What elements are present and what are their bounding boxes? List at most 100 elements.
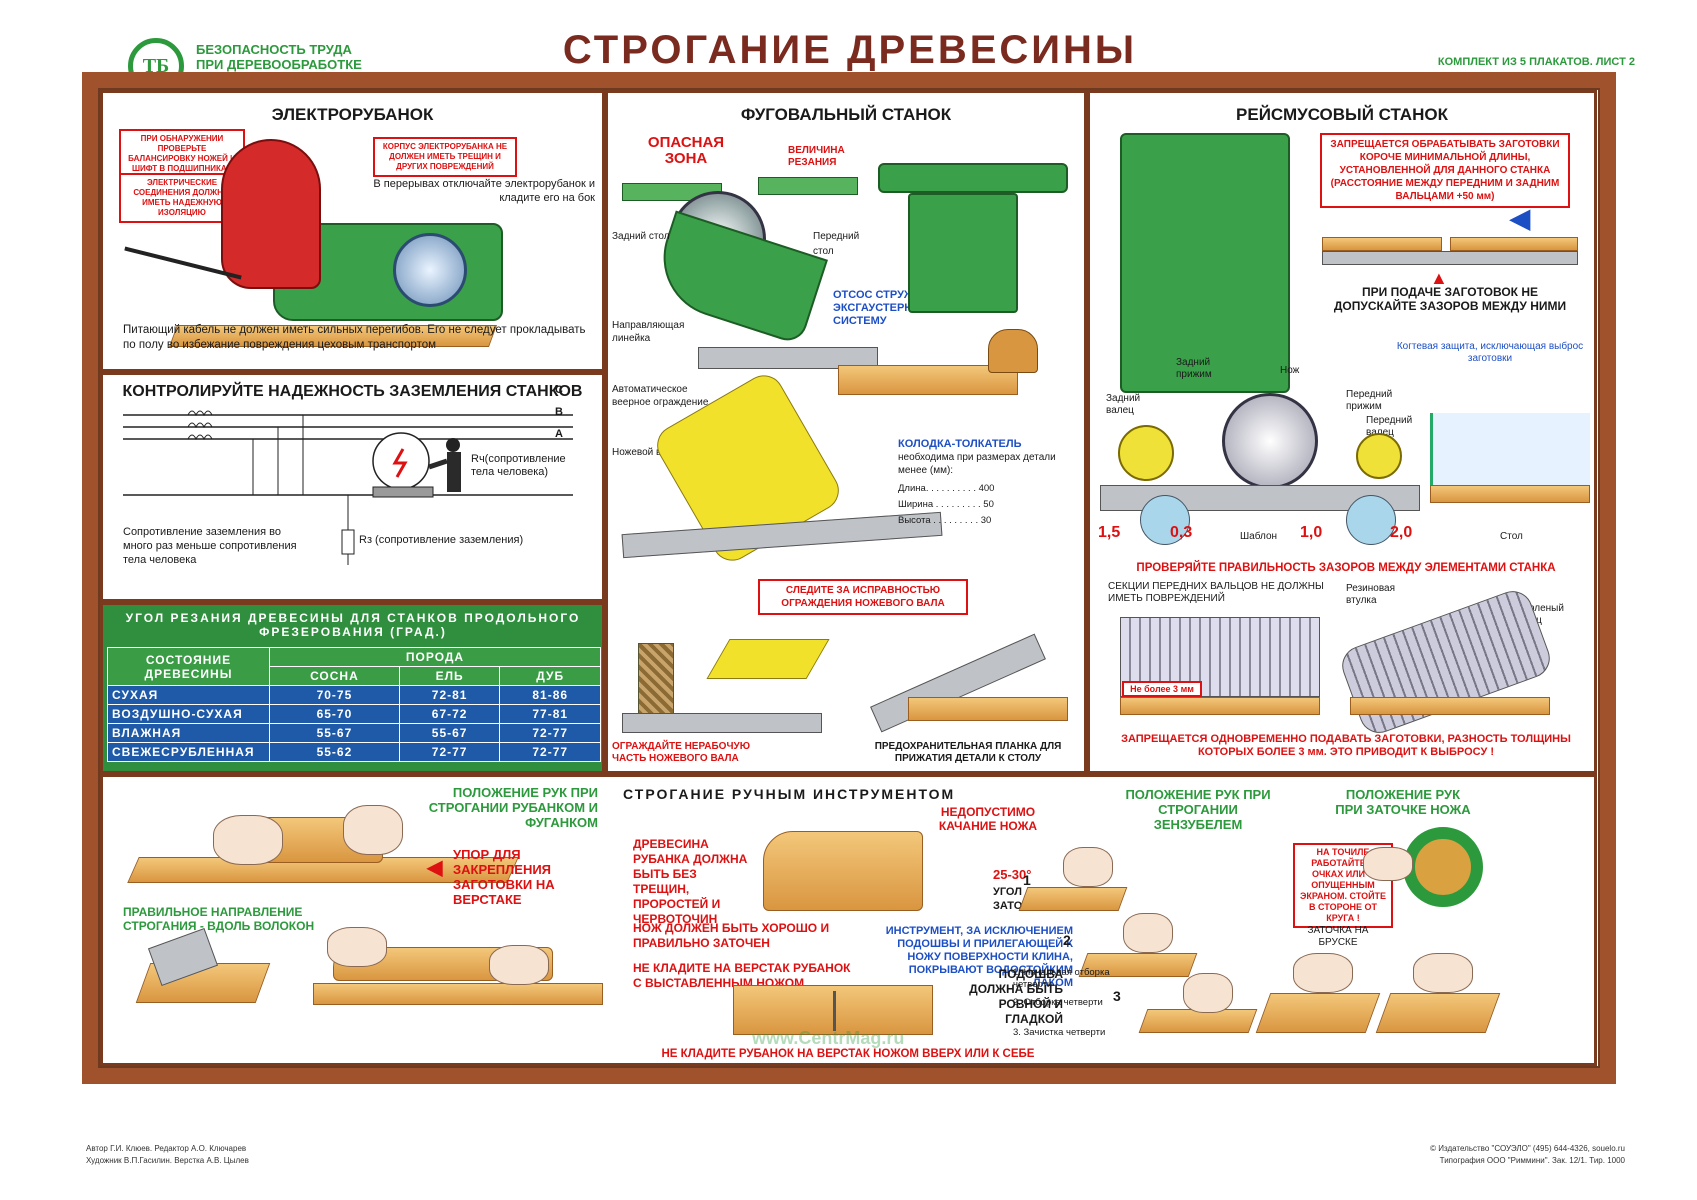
grinding-wheel [1403,827,1483,907]
angle-table: СОСТОЯНИЕ ДРЕВЕСИНЫ ПОРОДА СОСНА ЕЛЬ ДУБ… [107,647,601,762]
panel-grounding: КОНТРОЛИРУЙТЕ НАДЕЖНОСТЬ ЗАЗЕМЛЕНИЯ СТАН… [100,372,605,602]
shaft-label: Ножевой вал [612,447,673,458]
bar-label: ЗАТОЧКА НА БРУСКЕ [1307,925,1369,948]
row-state: СУХАЯ [107,685,270,705]
cell-value: 81-86 [499,685,601,705]
row-state: ВЛАЖНАЯ [107,723,270,743]
hands-title: ПОЛОЖЕНИЕ РУК ПРИ СТРОГАНИИ РУБАНКОМ И Ф… [428,785,598,830]
wood-strip [908,697,1068,721]
knife-shaft [1222,393,1318,489]
pusher-title: КОЛОДКА-ТОЛКАТЕЛЬ [898,438,1022,450]
gap-1-0: 1,0 [1300,524,1323,541]
header-state: СОСТОЯНИЕ ДРЕВЕСИНЫ [107,647,270,686]
zen-board-1 [1018,887,1128,911]
cell-value: 55-67 [398,723,501,743]
gap-1-5: 1,5 [1098,524,1121,541]
rear-table-label: Задний стол [612,231,670,242]
panel-thicknesser: РЕЙСМУСОВЫЙ СТАНОК ЗАПРЕЩАЕТСЯ ОБРАБАТЫВ… [1087,90,1597,774]
max-3mm: Не более 3 мм [1122,681,1202,697]
panel-title: ФУГОВАЛЬНЫЙ СТАНОК [740,105,952,124]
step-3-label: 3. Зачистка четверти [1013,1027,1106,1038]
ribbed-roller [1336,585,1556,739]
cell-value: 67-72 [398,704,501,724]
feed-note: ПРИ ПОДАЧЕ ЗАГОТОВОК НЕ ДОПУСКАЙТЕ ЗАЗОР… [1333,285,1567,313]
ribbed-boards [1350,697,1550,715]
front-roll-label: Передний валец [1366,415,1413,438]
bar-hand-2 [1413,953,1473,993]
tool-lacquer-note: ИНСТРУМЕНТ, ЗА ИСКЛЮЧЕНИЕМ ПОДОШВЫ И ПРИ… [885,925,1073,989]
min-length-warning: ЗАПРЕЩАЕТСЯ ОБРАБАТЫВАТЬ ЗАГОТОВКИ КОРОЧ… [1320,133,1570,208]
plane-side-view [763,831,923,911]
label-rh: Rч(сопротивление тела человека) [471,453,566,478]
footer-publisher-1: © Издательство "СОУЭЛО" (495) 644-4326, … [1430,1144,1625,1153]
header-breed: ПОРОДА [269,647,601,667]
right-hand [343,805,403,855]
step-number-1: 1 [1023,872,1031,888]
wood-requirements: ДРЕВЕСИНА РУБАНКА ДОЛЖНА БЫТЬ БЕЗ ТРЕЩИН… [633,837,748,926]
table-roller-1 [1140,495,1190,545]
sharpen-hand [1363,847,1413,881]
left-hand-2 [327,927,387,967]
check-gaps: ПРОВЕРЯЙТЕ ПРАВИЛЬНОСТЬ ЗАЗОРОВ МЕЖДУ ЭЛ… [1136,562,1556,574]
table-title: УГОЛ РЕЗАНИЯ ДРЕВЕСИНЫ ДЛЯ СТАНКОВ ПРОДО… [125,611,581,639]
zen-hand-3 [1183,973,1233,1013]
sections-label: СЕКЦИИ ПЕРЕДНИХ ВАЛЬЦОВ НЕ ДОЛЖНЫ ИМЕТЬ … [1108,581,1324,604]
phase-a: А [555,428,563,440]
sole-note: ПОДОШВА ДОЛЖНА БЫТЬ РОВНОЙ И ГЛАДКОЙ [969,967,1063,1026]
zen-hand-1 [1063,847,1113,887]
roller-boards [1120,697,1320,715]
cut-depth: ВЕЛИЧИНА РЕЗАНИЯ [788,145,845,168]
cell-value: 72-77 [499,723,601,743]
warning-housing: КОРПУС ЭЛЕКТРОРУБАНКА НЕ ДОЛЖЕН ИМЕТЬ ТР… [373,137,517,177]
cell-value: 72-81 [398,685,501,705]
jointer-board [313,983,603,1005]
watermark: www.CentrMag.ru [752,1028,905,1048]
cell-value: 77-81 [499,704,601,724]
cell-value: 55-67 [269,723,400,743]
front-roll [1356,433,1402,479]
watch-guard: СЛЕДИТЕ ЗА ИСПРАВНОСТЬЮ ОГРАЖДЕНИЯ НОЖЕВ… [758,579,968,615]
fence-guard-note: ОГРАЖДАЙТЕ НЕРАБОЧУЮ ЧАСТЬ НОЖЕВОГО ВАЛА [612,741,751,764]
fence [698,347,878,369]
planer-drum [393,233,467,307]
note-cable: Питающий кабель не должен иметь сильных … [123,324,586,351]
grounding-diagram [123,410,573,565]
rear-roll [1118,425,1174,481]
breed-spruce: ЕЛЬ [398,666,501,686]
feed-arrow-icon: ◀ [1510,203,1530,233]
rubber-label: Резиновая втулка [1346,583,1396,606]
panel-title: КОНТРОЛИРУЙТЕ НАДЕЖНОСТЬ ЗАЗЕМЛЕНИЯ СТАН… [122,383,583,400]
series-line-1: БЕЗОПАСНОСТЬ ТРУДА [196,42,352,57]
rear-clamp-label: Задний прижим [1176,357,1212,380]
guard-label: Автоматическое веерное ограждение [612,384,709,408]
panel-electroplaner: ЭЛЕКТРОРУБАНОК ПРИ ОБНАРУЖЕНИИ ПРОВЕРЬТЕ… [100,90,605,372]
planer-handle [221,139,321,289]
pusher-len: Длина. . . . . . . . . . 400 [898,483,995,494]
direction-label: ПРАВИЛЬНОЕ НАПРАВЛЕНИЕ СТРОГАНИЯ - ВДОЛЬ… [123,905,315,933]
panel-title: РЕЙСМУСОВЫЙ СТАНОК [1236,105,1448,124]
cell-value: 72-77 [499,742,601,762]
row-state: ВОЗДУШНО-СУХАЯ [107,704,270,724]
hand-tool-title: СТРОГАНИЕ РУЧНЫМ ИНСТРУМЕНТОМ [623,786,956,802]
footer-authors-1: Автор Г.И. Клюев. Редактор А.О. Ключарев [86,1144,247,1153]
jointer-table [878,163,1068,193]
push-block [988,329,1038,373]
step-number-3: 3 [1113,988,1121,1004]
pusher-note: необходима при размерах детали менее (мм… [898,452,1056,476]
pusher-height: Высота . . . . . . . . . 30 [898,515,992,526]
template-label: Шаблон [1240,531,1278,542]
feed-board-2 [1450,237,1578,251]
grounding-note: Сопротивление заземления во много раз ме… [123,526,297,566]
front-table-label: Передний стол [813,231,860,257]
thicknesser-machine [1120,133,1290,393]
panel-hand-tools: ПОЛОЖЕНИЕ РУК ПРИ СТРОГАНИИ РУБАНКОМ И Ф… [100,774,1597,1066]
clamp-note: ПРЕДОХРАНИТЕЛЬНАЯ ПЛАНКА ДЛЯ ПРИЖАТИЯ ДЕ… [874,741,1062,764]
panel-angle-table: УГОЛ РЕЗАНИЯ ДРЕВЕСИНЫ ДЛЯ СТАНКОВ ПРОДО… [100,602,605,774]
sharpen-title: ПОЛОЖЕНИЕ РУК ПРИ ЗАТОЧКЕ НОЖА [1335,787,1471,817]
table-label: Стол [1500,531,1523,542]
page-title: СТРОГАНИЕ ДРЕВЕСИНЫ [562,28,1138,72]
label-rz: Rз (сопротивление заземления) [359,534,524,546]
claw-label: Когтевая защита, исключающая выброс заго… [1396,341,1584,364]
step-1-label: 1. Начальная отборка четверти [1013,967,1110,990]
stop-label: УПОР ДЛЯ ЗАКРЕПЛЕНИЯ ЗАГОТОВКИ НА ВЕРСТА… [453,847,555,907]
